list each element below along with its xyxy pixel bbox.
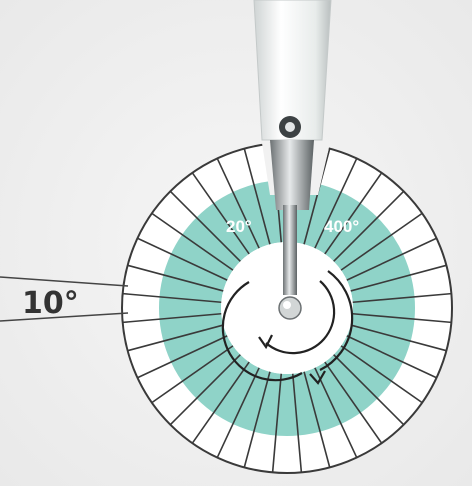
probe-screw-center: [285, 122, 295, 132]
probe-stylus: [283, 205, 297, 295]
right-speed-label: 400°: [324, 217, 359, 236]
probe-collar: [270, 140, 314, 210]
probe-tip-ball: [279, 297, 301, 319]
segment-angle-label: 10°: [22, 286, 79, 321]
probe-tip-highlight: [283, 301, 291, 309]
left-speed-label: 20°: [226, 217, 252, 236]
